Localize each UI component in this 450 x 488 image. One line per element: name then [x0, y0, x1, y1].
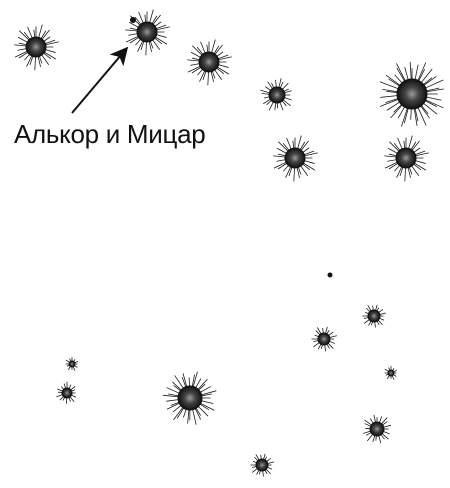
star-icon: [362, 304, 387, 328]
mizar-star-icon: [125, 9, 170, 56]
star-icon: [379, 61, 444, 127]
star-field: [14, 9, 444, 477]
star-icon: [384, 135, 429, 182]
star-icon: [384, 366, 397, 380]
dot-star-icon: [327, 272, 333, 278]
star-icon: [363, 414, 392, 444]
star-icon: [187, 39, 232, 86]
pointer-arrow-icon: [71, 46, 129, 114]
star-icon: [260, 78, 292, 111]
star-icon: [14, 24, 59, 71]
star-icon: [65, 357, 78, 371]
star-icon: [311, 326, 337, 352]
alcor-mizar-label: Алькор и Мицар: [14, 119, 206, 149]
star-icon: [273, 135, 318, 182]
alcor-star-icon: [130, 17, 136, 23]
star-icon: [250, 453, 275, 477]
star-icon: [56, 381, 77, 404]
star-icon: [162, 371, 217, 425]
